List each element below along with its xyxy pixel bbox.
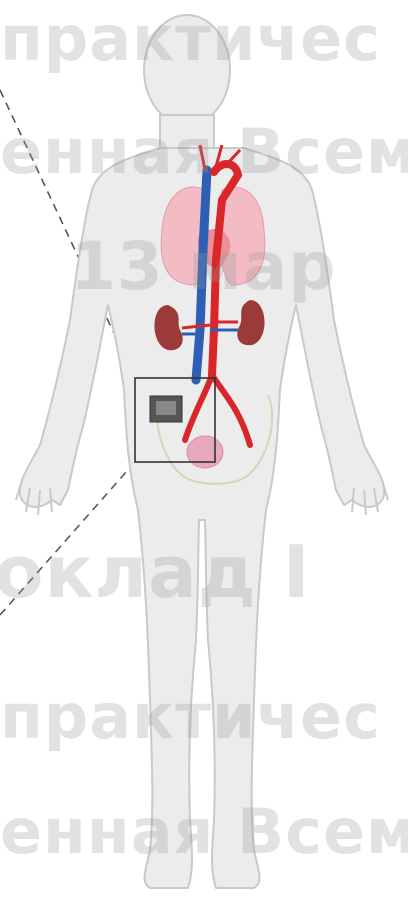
neck xyxy=(160,115,214,150)
implant-device-face xyxy=(156,401,176,415)
head xyxy=(144,15,230,125)
bladder xyxy=(187,436,223,468)
